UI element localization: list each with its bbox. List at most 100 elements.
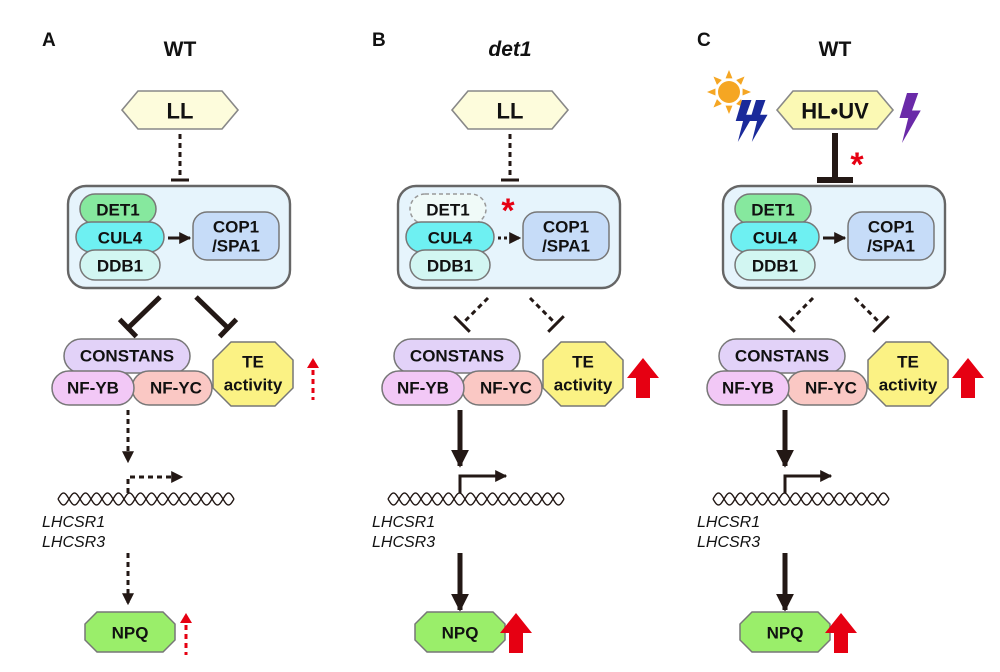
inhibition-to-te [853,296,890,333]
npq-box [414,611,506,653]
inhibition-line [126,295,162,330]
sun-ray [725,105,733,114]
dna-strand [712,492,890,506]
nf-yc-label: NF-YC [805,379,857,398]
nf-yb-pill [706,370,790,406]
light-input-box [120,90,240,130]
inhibition-line [460,296,490,326]
nf-yb-label: NF-YB [67,379,119,398]
light-input-label: LL [167,99,194,124]
inhibition-to-constans [778,296,815,333]
npq-change-arrow [500,613,532,653]
panel-letter: C [697,30,711,51]
cop1-spa1-box [847,211,935,261]
red-up-arrow-shape [825,613,857,653]
te-label: TE [242,353,264,372]
det1-label: DET1 [751,201,794,220]
red-up-arrow-head [180,613,192,623]
det1-label: DET1 [426,201,469,220]
constans-pill [718,338,846,374]
inhibition-bar [453,315,471,333]
cul4-label: CUL4 [98,229,143,248]
spa1-label: /SPA1 [212,237,260,256]
npq-label: NPQ [442,624,479,643]
inhibition-to-te [194,295,239,339]
light-input-box [775,90,895,130]
panel-title: det1 [488,38,531,61]
inhibition-line [785,296,815,326]
panel-title: WT [819,38,852,61]
ddb1-pill [79,249,161,281]
te-change-arrow [952,358,984,398]
ddb1-label: DDB1 [427,257,473,276]
cop1-label: COP1 [868,218,914,237]
inhibition-bar [547,315,565,333]
red-up-arrow-shape [627,358,659,398]
sun-ray [742,88,751,96]
npq-output: NPQ [414,611,506,653]
spa1-label: /SPA1 [542,237,590,256]
activity-label: activity [879,376,938,395]
nf-yc-label: NF-YC [150,379,202,398]
te-activity-box [867,341,949,407]
sun-ray [725,70,733,79]
dna-helix [57,492,235,506]
sun-ray [736,76,745,85]
te-activity-box [212,341,294,407]
npq-box [84,611,176,653]
te-change-arrow [627,358,659,398]
inhibition-bar [778,315,796,333]
transcription-factor-complex: CONSTANS NF-YB NF-YC [51,338,213,406]
constans-label: CONSTANS [735,347,829,366]
constans-pill [393,338,521,374]
inhibition-to-constans [117,295,162,339]
sun-ray [713,99,722,108]
inhibition-bar [872,315,890,333]
constans-label: CONSTANS [80,347,174,366]
inhibition-light-to-complex [501,134,519,182]
light-input-label: HL•UV [801,99,869,124]
sun-ray [707,88,716,96]
cop1-label: COP1 [543,218,589,237]
te-change-arrow [307,358,319,400]
npq-change-arrow [825,613,857,653]
te-label: TE [897,353,919,372]
lightning-purple-icon [899,93,921,143]
nf-yc-label: NF-YC [480,379,532,398]
gene-lhcsr3: LHCSR3 [372,534,435,551]
panel-letter: A [42,30,56,51]
te-activity: TE activity [867,341,949,407]
npq-label: NPQ [112,624,149,643]
red-up-arrow-shape [500,613,532,653]
cop1-spa1-box [522,211,610,261]
te-activity-box [542,341,624,407]
npq-change-arrow [180,613,192,655]
npq-box [739,611,831,653]
cul4-label: CUL4 [428,229,473,248]
inhibition-line [853,296,883,326]
panel-title: WT [164,38,197,61]
gene-lhcsr3: LHCSR3 [42,534,105,551]
dna-helix [387,492,565,506]
ddb1-label: DDB1 [97,257,143,276]
asterisk-icon: * [501,192,515,230]
lightning-blue-icon [735,100,754,142]
cop1-label: COP1 [213,218,259,237]
lightning-blue-icon [749,100,768,142]
inhibition-light-to-complex [171,134,189,182]
transcription-start-arrow [126,471,184,493]
constans-pill [63,338,191,374]
det1-label: DET1 [96,201,139,220]
nf-yb-pill [381,370,465,406]
ddb1-label: DDB1 [752,257,798,276]
spa1-label: /SPA1 [867,237,915,256]
transcription-start-arrow [458,470,508,493]
inhibition-line [194,295,230,330]
